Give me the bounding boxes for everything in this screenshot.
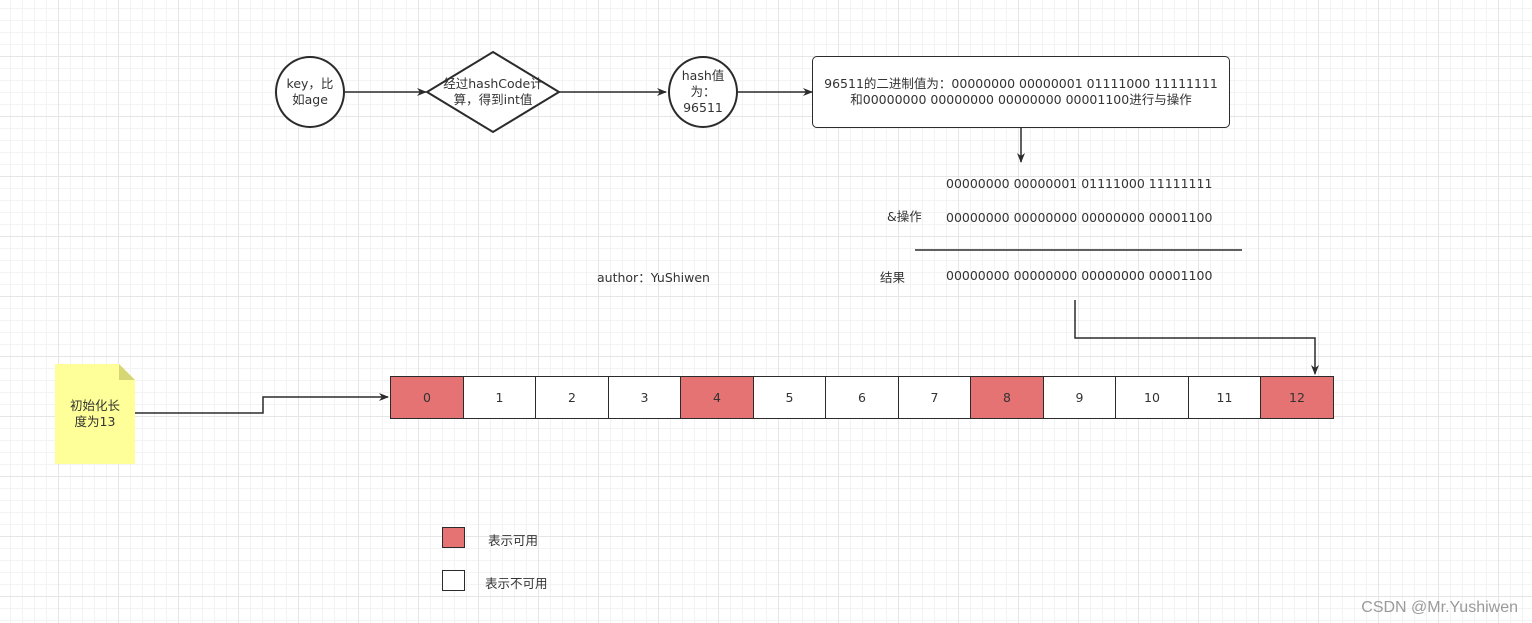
init-length-note-label: 初始化长 度为13 — [69, 398, 120, 429]
binary-node-line-1: 96511的二进制值为：00000000 00000001 01111000 1… — [824, 76, 1218, 91]
hash-value-node[interactable]: hash值 为： 96511 — [668, 56, 738, 128]
key-node-label: key，比 如age — [286, 76, 334, 107]
legend-used-label: 表示可用 — [488, 533, 539, 548]
result-value: 00000000 00000000 00000000 00001100 — [946, 268, 1213, 283]
array-cell-3[interactable]: 3 — [607, 376, 682, 419]
array-cell-0[interactable]: 0 — [390, 376, 464, 419]
arrow-result-to-cell-12 — [1074, 300, 1319, 375]
array-cell-10[interactable]: 10 — [1115, 376, 1189, 419]
binary-node[interactable]: 96511的二进制值为：00000000 00000001 01111000 1… — [812, 56, 1230, 128]
array-cell-6[interactable]: 6 — [825, 376, 899, 419]
hashcode-diamond-shape — [425, 50, 561, 134]
array-cell-5[interactable]: 5 — [752, 376, 827, 419]
csdn-watermark: CSDN @Mr.Yushiwen — [1361, 599, 1518, 616]
operand-2: 00000000 00000000 00000000 00001100 — [946, 210, 1213, 225]
legend-unused-swatch — [442, 570, 465, 591]
arrow-note-to-array — [135, 393, 389, 414]
binary-node-line-2: 和00000000 00000000 00000000 00001100进行与操… — [850, 92, 1192, 107]
array-cell-12[interactable]: 12 — [1260, 376, 1334, 419]
array-cell-8[interactable]: 8 — [970, 376, 1044, 419]
array-cell-11[interactable]: 11 — [1187, 376, 1262, 419]
legend-unused-label: 表示不可用 — [485, 576, 548, 591]
array-cell-2[interactable]: 2 — [535, 376, 609, 419]
array-cell-9[interactable]: 9 — [1042, 376, 1117, 419]
result-label: 结果 — [880, 270, 906, 285]
key-node[interactable]: key，比 如age — [275, 56, 345, 128]
author-label: author：YuShiwen — [597, 270, 710, 285]
hashcode-node-label: 经过hashCode计 算，得到int值 — [443, 76, 543, 107]
operator-label: &操作 — [887, 209, 922, 224]
array-cell-4[interactable]: 4 — [680, 376, 754, 419]
hashcode-node[interactable]: 经过hashCode计 算，得到int值 — [427, 52, 559, 132]
init-length-note[interactable]: 初始化长 度为13 — [55, 364, 135, 464]
operand-1: 00000000 00000001 01111000 11111111 — [946, 176, 1213, 191]
array-cell-1[interactable]: 1 — [462, 376, 537, 419]
legend-used-swatch — [442, 527, 465, 548]
array-cell-7[interactable]: 7 — [897, 376, 972, 419]
hash-value-node-label: hash值 为： 96511 — [681, 68, 725, 115]
